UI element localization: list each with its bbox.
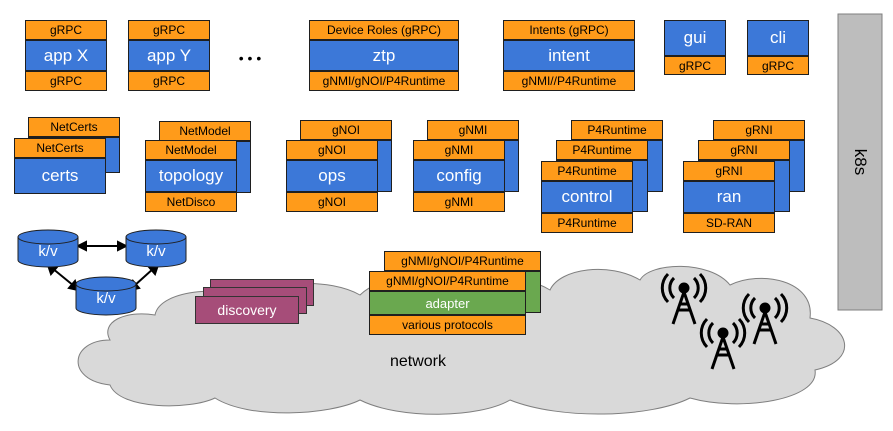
cli-name: cli	[747, 20, 809, 56]
certs-name: certs	[14, 158, 106, 194]
ops-back-label: gNOI	[300, 120, 392, 140]
adapter-back-top-api: gNMI/gNOI/P4Runtime	[384, 251, 541, 271]
discovery-service[interactable]: discovery	[195, 296, 299, 324]
config-name: config	[413, 160, 505, 192]
ztp-name: ztp	[309, 40, 459, 71]
intent-name: intent	[503, 40, 635, 71]
ops-bottom-api: gNOI	[286, 192, 378, 212]
intent-top-api: Intents (gRPC)	[503, 20, 635, 40]
kv-label: k/v	[96, 290, 116, 307]
cell-tower-icon	[660, 272, 789, 370]
app-x-top-api: gRPC	[25, 20, 107, 40]
gui-bottom-api: gRPC	[664, 56, 726, 75]
topology-api: NetModel	[145, 140, 237, 160]
adapter-top-api: gNMI/gNOI/P4Runtime	[369, 271, 526, 291]
app-x-bottom-api: gRPC	[25, 71, 107, 91]
kv-store-2	[125, 229, 187, 268]
control-back2-label: P4Runtime	[571, 120, 663, 140]
ztp-bottom-api: gNMI/gNOI/P4Runtime	[309, 71, 459, 91]
intent-service[interactable]: Intents (gRPC) intent gNMI//P4Runtime	[503, 20, 635, 91]
topology-back-label: NetModel	[159, 121, 251, 141]
cli-bottom-api: gRPC	[747, 56, 809, 75]
kv-store-1	[17, 229, 79, 268]
kv-store-3	[75, 276, 137, 316]
ran-name: ran	[683, 181, 775, 213]
k8s-label-wrap: k8s	[838, 14, 882, 310]
config-service[interactable]: gNMI config gNMI	[413, 140, 505, 212]
k8s-label: k8s	[851, 148, 870, 176]
app-y-bottom-api: gRPC	[128, 71, 210, 91]
certs-service[interactable]: NetCerts certs	[14, 138, 106, 194]
ran-back2-label: gRNI	[713, 120, 805, 140]
ztp-service[interactable]: Device Roles (gRPC) ztp gNMI/gNOI/P4Runt…	[309, 20, 459, 91]
ran-service[interactable]: gRNI ran SD-RAN	[683, 161, 775, 233]
network-label: network	[390, 353, 447, 370]
ops-api: gNOI	[286, 140, 378, 160]
intent-bottom-api: gNMI//P4Runtime	[503, 71, 635, 91]
app-y-service[interactable]: gRPC app Y gRPC	[128, 20, 210, 91]
kv-label: k/v	[38, 243, 58, 260]
control-name: control	[541, 181, 633, 213]
kv-label: k/v	[146, 243, 166, 260]
ran-bottom-api: SD-RAN	[683, 213, 775, 233]
config-bottom-api: gNMI	[413, 192, 505, 212]
topology-service[interactable]: NetModel topology NetDisco	[145, 140, 237, 212]
config-api: gNMI	[413, 140, 505, 160]
gui-service[interactable]: gui gRPC	[664, 20, 726, 75]
control-service[interactable]: P4Runtime control P4Runtime	[541, 161, 633, 233]
ran-api: gRNI	[683, 161, 775, 181]
config-back-label: gNMI	[427, 120, 519, 140]
control-bottom-api: P4Runtime	[541, 213, 633, 233]
control-api: P4Runtime	[541, 161, 633, 181]
gui-name: gui	[664, 20, 726, 56]
app-x-service[interactable]: gRPC app X gRPC	[25, 20, 107, 91]
ran-back1-label: gRNI	[698, 140, 790, 160]
certs-back-label: NetCerts	[28, 117, 120, 137]
topology-bottom-api: NetDisco	[145, 192, 237, 212]
cli-service[interactable]: cli gRPC	[747, 20, 809, 75]
certs-api: NetCerts	[14, 138, 106, 158]
ztp-top-api: Device Roles (gRPC)	[309, 20, 459, 40]
k8s-bar	[837, 13, 883, 311]
app-y-name: app Y	[128, 40, 210, 71]
ops-service[interactable]: gNOI ops gNOI	[286, 140, 378, 212]
ops-name: ops	[286, 160, 378, 192]
topology-name: topology	[145, 160, 237, 192]
adapter-name: adapter	[369, 291, 526, 315]
ellipsis: • • •	[238, 50, 262, 66]
adapter-service[interactable]: gNMI/gNOI/P4Runtime adapter various prot…	[369, 271, 526, 335]
app-y-top-api: gRPC	[128, 20, 210, 40]
app-x-name: app X	[25, 40, 107, 71]
control-back1-label: P4Runtime	[556, 140, 648, 160]
adapter-bottom-api: various protocols	[369, 315, 526, 335]
